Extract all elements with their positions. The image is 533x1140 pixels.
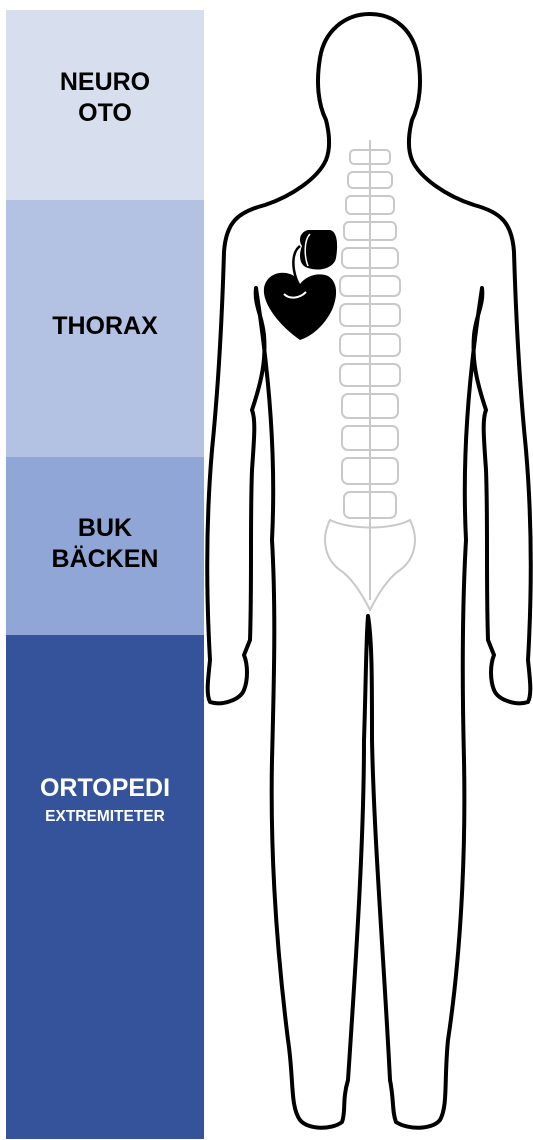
heart-icon <box>264 273 336 340</box>
spine-icon <box>325 140 415 610</box>
